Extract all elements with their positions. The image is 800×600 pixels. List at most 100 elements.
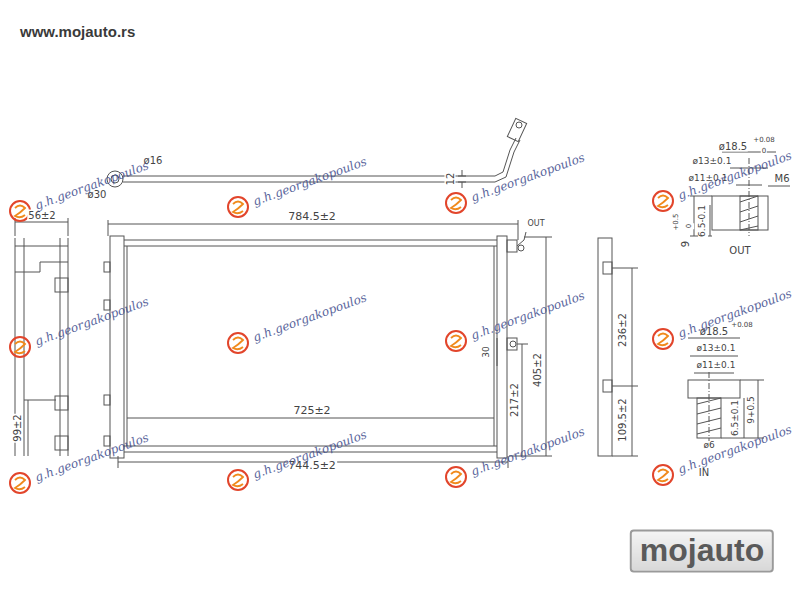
drawing-line [68, 218, 69, 236]
logo-ring [653, 191, 673, 211]
drawing-line [744, 398, 745, 438]
drawing-line [522, 344, 523, 456]
drawing-line [108, 224, 518, 225]
drawing-line [127, 418, 494, 419]
dimension-label: 0 [761, 148, 767, 156]
drawing-lines [15, 118, 790, 468]
logo-ring [10, 473, 30, 493]
drawing-line [507, 118, 526, 141]
drawing-line [612, 456, 638, 457]
drawing-line [507, 240, 517, 252]
logo-ring [228, 333, 248, 353]
logo-swirl [233, 338, 243, 350]
drawing-line [462, 170, 463, 176]
drawing-line [497, 338, 498, 366]
drawing-line [24, 400, 56, 401]
drawing-line [709, 372, 710, 444]
drawing-line [688, 380, 740, 398]
watermark-logo [228, 333, 248, 353]
dimension-label: +0.08 [730, 322, 753, 330]
logo-ring [653, 329, 673, 349]
dimension-label: +0.5 [673, 213, 681, 232]
logo-ring [228, 197, 248, 217]
watermark: g.h.georgakopoulos [469, 151, 586, 204]
drawing-line [104, 262, 110, 272]
drawing-line [632, 268, 633, 456]
logo-ring [653, 465, 673, 485]
drawing-line [768, 186, 790, 187]
logo-swirl [658, 470, 668, 482]
drawing-line [603, 380, 612, 392]
watermark-logo [10, 337, 30, 357]
dimension-label: 405±2 [532, 352, 543, 388]
drawing-line [24, 238, 25, 456]
drawing-line [108, 220, 109, 236]
drawing-line [110, 236, 124, 458]
dimension-label: 725±2 [292, 405, 331, 417]
dimension-label: ø11±0.1 [696, 361, 737, 371]
drawing-line [55, 436, 68, 450]
drawing-line [494, 246, 495, 446]
drawing-line [758, 380, 759, 438]
dimension-label: 6.5±0.1 [731, 399, 741, 437]
drawing-line [124, 246, 497, 247]
drawing-line [127, 246, 128, 446]
drawing-line [524, 237, 552, 238]
drawing-line [736, 185, 762, 186]
drawing-line [510, 341, 516, 347]
logo-swirl [451, 336, 461, 348]
dimension-label: 12 [445, 172, 456, 187]
drawing-line [740, 380, 764, 381]
logo-swirl [233, 202, 243, 214]
drawing-line [694, 373, 734, 374]
watermark: g.h.georgakopoulos [469, 289, 586, 342]
logo-ring [446, 193, 466, 213]
drawing-line [124, 240, 497, 241]
watermark: g.h.georgakopoulos [33, 295, 150, 348]
watermark-logo [446, 467, 466, 487]
drawing-line [690, 356, 738, 357]
drawing-line [458, 176, 466, 177]
watermark: g.h.georgakopoulos [251, 428, 368, 481]
drawing-line [612, 268, 638, 269]
drawing-line [15, 246, 68, 272]
dimension-label: OUT [526, 220, 545, 229]
drawing-line [516, 122, 522, 128]
dimension-label: 0 [686, 223, 694, 229]
logo-swirl [15, 342, 25, 354]
drawing-line [68, 238, 69, 456]
watermark-logo [228, 197, 248, 217]
watermark: g.h.georgakopoulos [251, 291, 368, 344]
watermark: g.h.georgakopoulos [33, 431, 150, 484]
drawing-line [118, 456, 119, 468]
drawing-line [598, 238, 612, 456]
watermark: g.h.georgakopoulos [676, 287, 793, 340]
dimension-label: 9+0.5 [747, 395, 757, 425]
drawing-line [694, 196, 695, 236]
watermark: g.h.georgakopoulos [469, 425, 586, 478]
dimension-label: 236±2 [617, 312, 628, 348]
drawing-line [28, 400, 29, 456]
drawing-line [55, 396, 68, 410]
drawing-line [603, 262, 612, 274]
drawing-line [612, 386, 638, 387]
dimension-label: 217±2 [509, 382, 520, 418]
logo-swirl [451, 472, 461, 484]
watermark: g.h.georgakopoulos [33, 159, 150, 212]
dimension-label: 30 [482, 345, 492, 358]
drawing-line [60, 238, 61, 456]
brand-logo: mojauto [630, 529, 774, 572]
drawing-line [518, 220, 519, 240]
logo-ring [446, 331, 466, 351]
drawing-line [688, 338, 740, 339]
watermark-logos [10, 191, 673, 493]
watermark-logo [10, 473, 30, 493]
dimension-label: +0.08 [752, 137, 775, 145]
drawing-line [104, 395, 110, 405]
dimension-label: 784.5±2 [287, 211, 337, 223]
drawing-line [712, 196, 768, 230]
drawing-line [55, 278, 68, 292]
logo-swirl [15, 478, 25, 490]
